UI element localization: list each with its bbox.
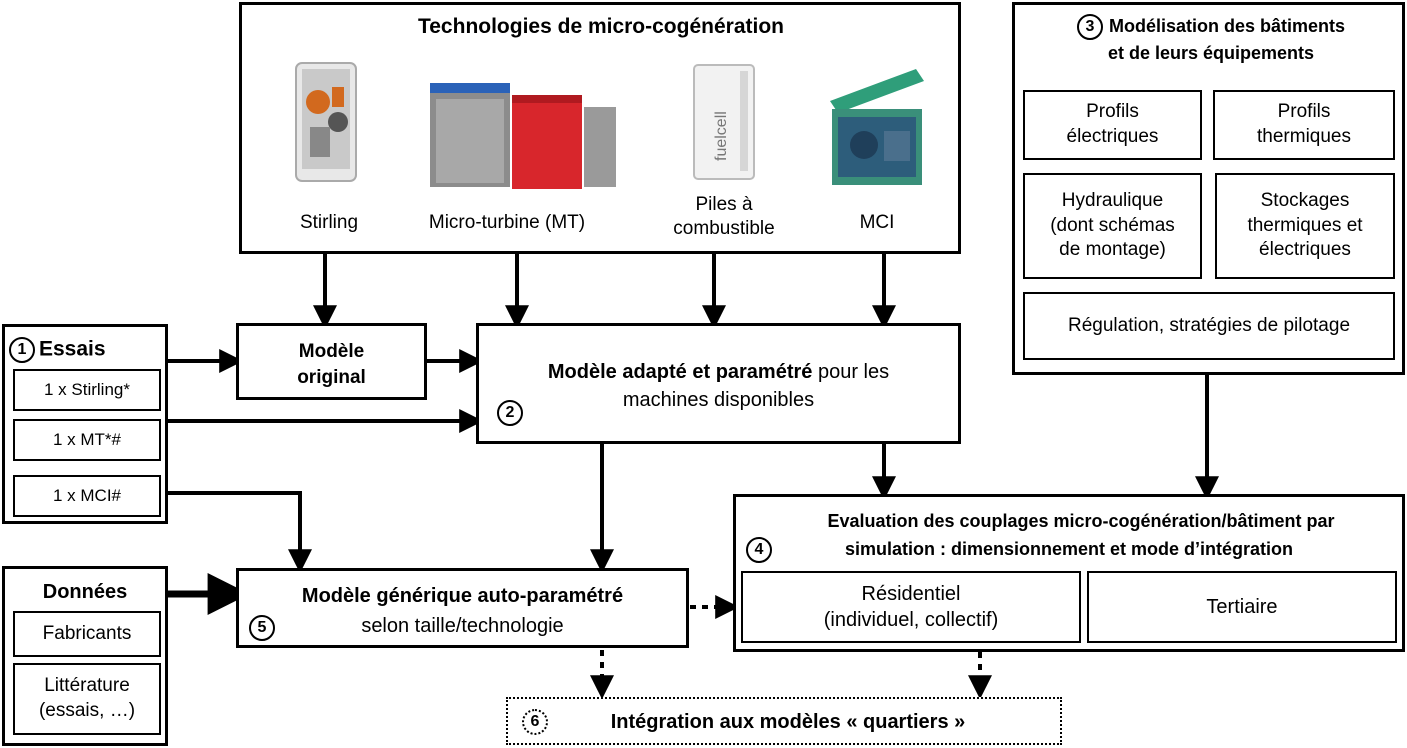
donnees-item-litterature: Littérature (essais, …) bbox=[13, 663, 161, 735]
number-badge-6: 6 bbox=[522, 709, 548, 735]
technologies-box: Technologies de micro-cogénération Stirl… bbox=[239, 2, 961, 254]
essais-item-stirling: 1 x Stirling* bbox=[13, 369, 161, 411]
number-badge-1: 1 bbox=[9, 337, 35, 363]
modele-original-box: Modèle original bbox=[236, 323, 427, 400]
residentiel-line1: Résidentiel bbox=[861, 583, 961, 605]
cell-stockages: Stockages thermiques et électriques bbox=[1215, 173, 1395, 279]
essais-item-mt: 1 x MT*# bbox=[13, 419, 161, 461]
modele-adapte-line2: machines disponibles bbox=[622, 389, 815, 411]
donnees-item-fabricants: Fabricants bbox=[13, 611, 161, 657]
residentiel-line2: (individuel, collectif) bbox=[823, 609, 999, 631]
cell-profils-electriques: Profils électriques bbox=[1023, 90, 1202, 160]
mci-image bbox=[830, 69, 924, 185]
evaluation-box: Evaluation des couplages micro-cogénérat… bbox=[733, 494, 1405, 652]
modele-adapte-text: Modèle adapté et paramétré pour les mach… bbox=[479, 358, 958, 414]
integration-box: 6 Intégration aux modèles « quartiers » bbox=[506, 697, 1062, 745]
modele-generique-title: Modèle générique auto-paramétré bbox=[301, 585, 624, 607]
cell-hydraulique: Hydraulique (dont schémas de montage) bbox=[1023, 173, 1202, 279]
modele-generique-subtitle: selon taille/technologie bbox=[361, 615, 564, 637]
essais-item-mci: 1 x MCI# bbox=[13, 475, 161, 517]
donnees-box: Données Fabricants Littérature (essais, … bbox=[2, 566, 168, 746]
tech-label-mci: MCI bbox=[859, 212, 895, 233]
technologies-title: Technologies de micro-cogénération bbox=[417, 15, 784, 38]
number-badge-3: 3 bbox=[1076, 14, 1103, 41]
cell-regulation: Régulation, stratégies de pilotage bbox=[1023, 292, 1395, 360]
modele-generique-box: Modèle générique auto-paramétré selon ta… bbox=[236, 568, 689, 648]
modele-original-line1: Modèle bbox=[298, 341, 365, 362]
modele-original-label: Modèle original bbox=[239, 339, 424, 391]
modele-adapte-box: Modèle adapté et paramétré pour les mach… bbox=[476, 323, 961, 444]
donnees-title: Données bbox=[42, 581, 128, 603]
tech-label-piles: Piles à combustible bbox=[673, 194, 775, 239]
tech-label-stirling: Stirling bbox=[299, 212, 359, 233]
number-badge-2: 2 bbox=[497, 400, 523, 426]
cell-tertiaire: Tertiaire bbox=[1087, 571, 1397, 643]
cell-residentiel: Résidentiel (individuel, collectif) bbox=[741, 571, 1081, 643]
number-badge-5: 5 bbox=[249, 615, 275, 641]
cell-profils-thermiques: Profils thermiques bbox=[1213, 90, 1395, 160]
evaluation-line1: Evaluation des couplages micro-cogénérat… bbox=[827, 511, 1335, 531]
modele-adapte-bold: Modèle adapté et paramétré bbox=[547, 361, 813, 383]
modelisation-title-line1: Modélisation des bâtiments bbox=[1108, 16, 1346, 36]
modele-original-line2: original bbox=[297, 367, 366, 388]
modele-adapte-rest: pour les bbox=[812, 361, 890, 383]
arrow-essais-to-generique bbox=[166, 491, 312, 574]
fuel-cell-image: fuelcell bbox=[693, 64, 755, 180]
number-badge-4: 4 bbox=[746, 537, 772, 563]
integration-title: Intégration aux modèles « quartiers » bbox=[610, 711, 966, 733]
stirling-image bbox=[295, 62, 357, 182]
modelisation-title-line2: et de leurs équipements bbox=[1107, 43, 1315, 64]
micro-turbine-image bbox=[430, 83, 616, 189]
tech-label-micro-turbine: Micro-turbine (MT) bbox=[428, 212, 586, 233]
fuelcell-logo-text: fuelcell bbox=[713, 111, 730, 161]
evaluation-line2: simulation : dimensionnement et mode d’i… bbox=[844, 539, 1294, 559]
essais-title-label: Essais bbox=[39, 337, 106, 361]
